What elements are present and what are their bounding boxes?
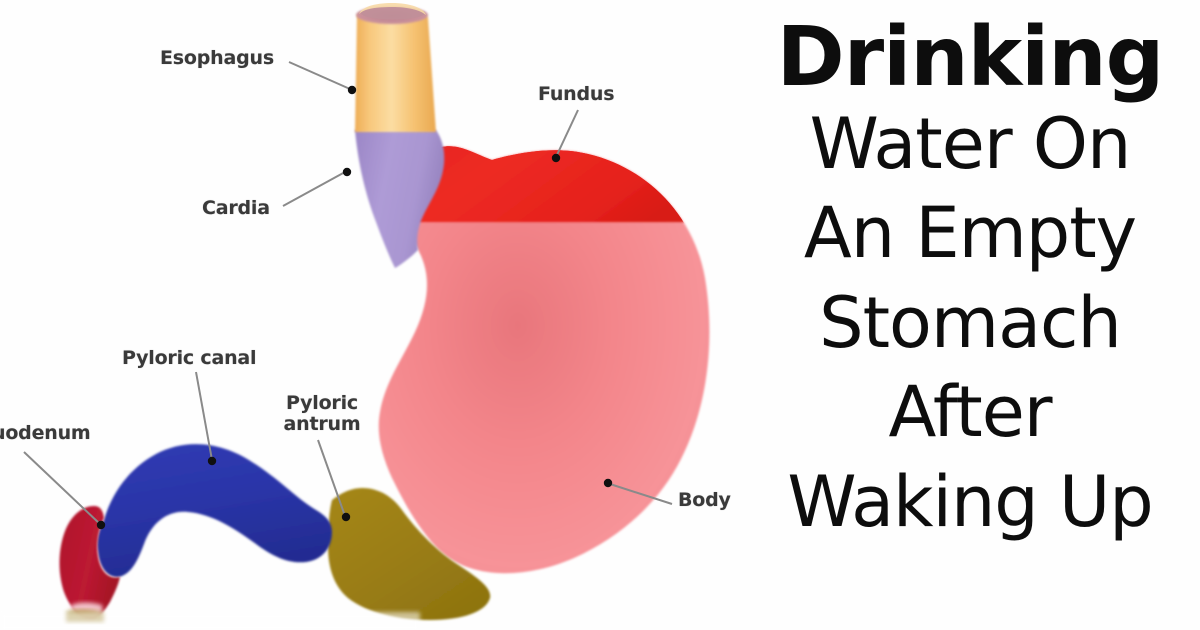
headline-line-6: Waking Up bbox=[787, 461, 1153, 543]
leader-body bbox=[609, 483, 673, 505]
dot-pyloric-antrum bbox=[341, 512, 351, 522]
region-pyloric-canal bbox=[97, 444, 332, 577]
stomach-diagram: Esophagus Fundus Cardia Pyloric canal Py… bbox=[0, 3, 731, 630]
region-esophagus bbox=[355, 3, 436, 132]
headline-line-5: After bbox=[888, 371, 1052, 454]
headline-line-3: An Empty bbox=[803, 192, 1137, 275]
label-pyloric-antrum-line2: antrum bbox=[283, 413, 361, 436]
dot-body bbox=[603, 478, 613, 488]
leader-dots bbox=[96, 85, 613, 530]
headline-line-2: Water On bbox=[809, 102, 1132, 185]
region-cardia bbox=[355, 130, 445, 268]
dot-cardia bbox=[342, 167, 352, 177]
label-esophagus: Esophagus bbox=[160, 47, 274, 69]
dot-fundus bbox=[551, 153, 561, 163]
leader-pyloric-canal bbox=[195, 371, 213, 461]
dot-esophagus bbox=[347, 85, 357, 95]
dot-duodenum bbox=[96, 520, 106, 530]
headline-line-1: Drinking bbox=[776, 10, 1165, 105]
label-fundus: Fundus bbox=[538, 83, 615, 105]
label-pyloric-canal: Pyloric canal bbox=[122, 347, 257, 369]
leader-cardia bbox=[282, 171, 346, 207]
headline-line-4: Stomach bbox=[819, 281, 1122, 364]
stomach-anatomy-svg bbox=[0, 3, 710, 630]
headline-block: Drinking Water On An Empty Stomach After… bbox=[740, 0, 1200, 630]
label-duodenum: uodenum bbox=[0, 422, 91, 444]
leader-pyloric-antrum bbox=[317, 439, 346, 517]
leader-lines bbox=[23, 61, 673, 525]
label-pyloric-antrum-line1: Pyloric bbox=[286, 392, 358, 414]
label-cardia: Cardia bbox=[202, 197, 270, 219]
label-pyloric-antrum: Pyloric antrum bbox=[283, 392, 361, 436]
leader-fundus bbox=[555, 109, 579, 158]
label-body: Body bbox=[678, 489, 731, 511]
leader-esophagus bbox=[288, 61, 351, 90]
leader-duodenum bbox=[23, 451, 101, 525]
region-pyloric-antrum bbox=[328, 488, 491, 620]
region-body bbox=[378, 146, 710, 574]
dot-pyloric-canal bbox=[207, 456, 217, 466]
